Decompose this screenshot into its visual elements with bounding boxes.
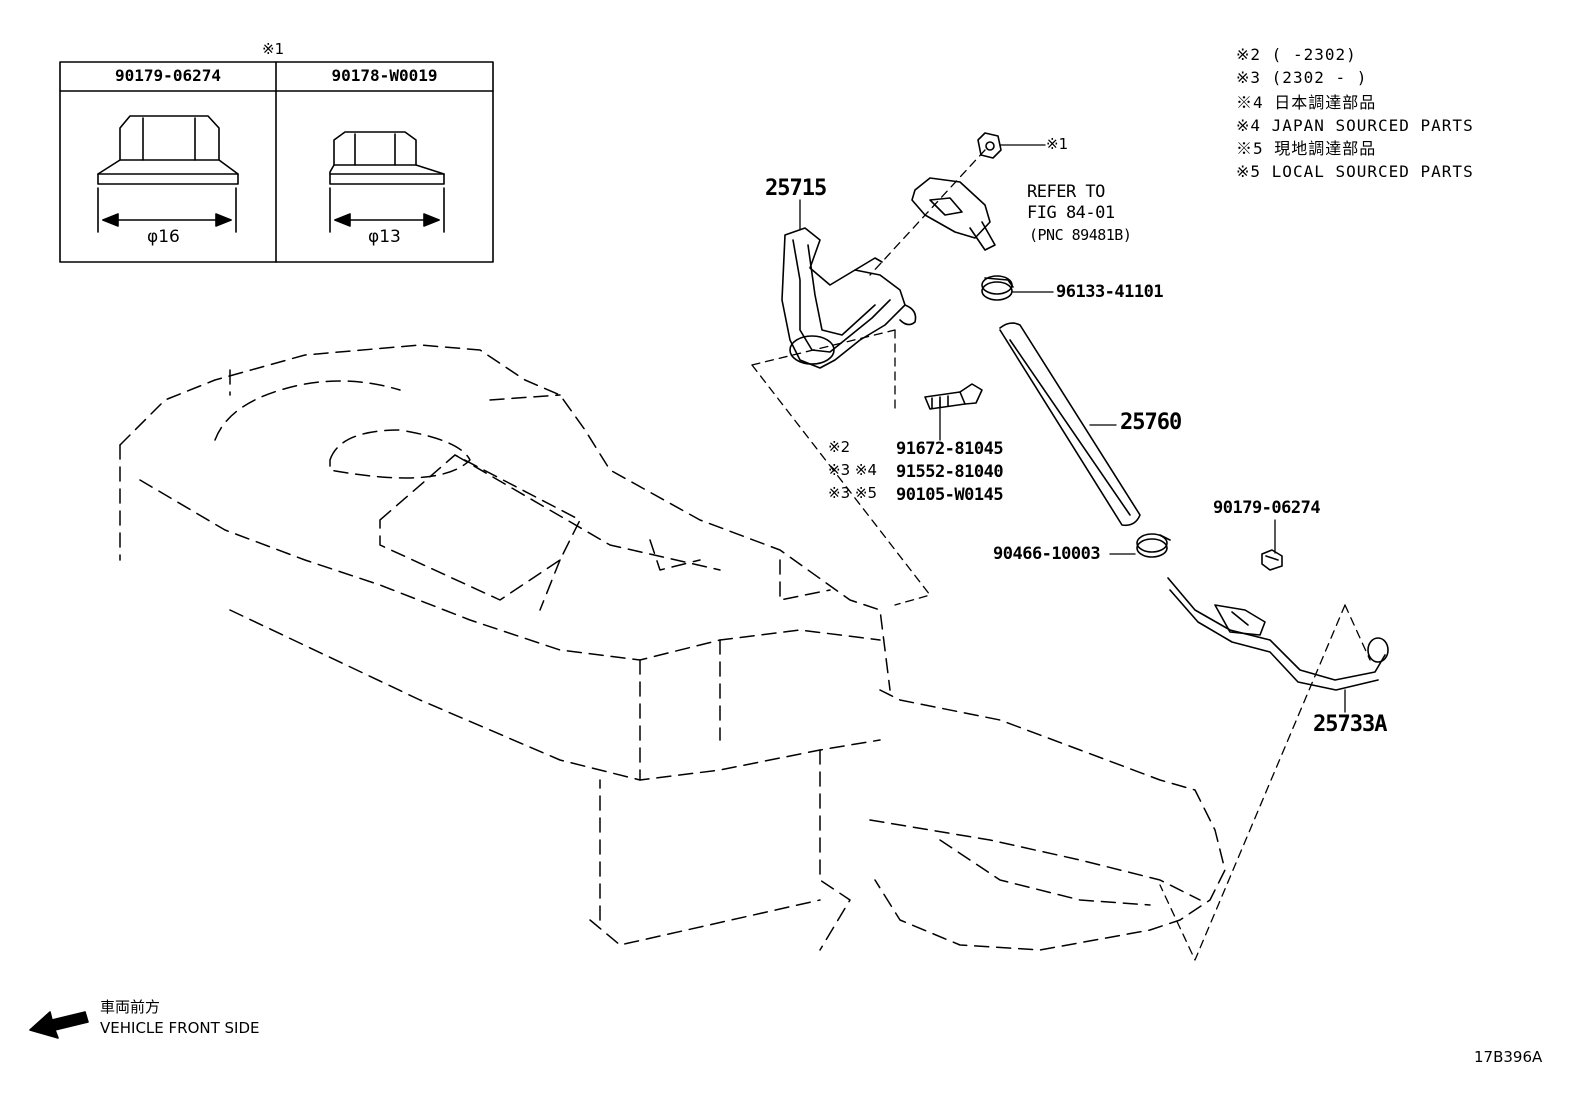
callout-nut-right: 90179-06274 [1213, 498, 1321, 518]
bolt-mark-1: ※2 [828, 438, 851, 456]
nut-right-icon [1261, 549, 1283, 571]
callout-refer-3: (PNC 89481B) [1029, 226, 1132, 244]
front-side-jp: 車両前方 [100, 998, 161, 1016]
note-4-jp: ※4 日本調達部品 [1236, 93, 1377, 112]
hose-clip-icon [1136, 533, 1171, 558]
bolt-mark-2: ※3 ※4 [828, 461, 877, 479]
callout-nut-mark: ※1 [1046, 135, 1069, 153]
note-5-en: ※5 LOCAL SOURCED PARTS [1236, 162, 1474, 181]
note-5-jp: ※5 現地調達部品 [1236, 139, 1377, 158]
clamp-icon [981, 275, 1014, 301]
callout-clip: 90466-10003 [993, 544, 1101, 564]
nut-small-icon [977, 132, 1002, 159]
flange-nut-13-icon [329, 131, 445, 233]
nut-table-mark: ※1 [262, 40, 285, 58]
note-3: ※3 (2302 - ) [1236, 68, 1368, 87]
nut-table-header-2: 90178-W0019 [331, 66, 438, 85]
bracket-icon [781, 227, 917, 369]
bolt-icon [924, 383, 983, 410]
nut-table-frame [59, 61, 494, 263]
bolt-part-1: 91672-81045 [896, 439, 1004, 459]
sensor-component-icon [911, 177, 996, 251]
bolt-part-3: 90105-W0145 [896, 485, 1004, 505]
note-4-en: ※4 JAPAN SOURCED PARTS [1236, 116, 1474, 135]
flange-nut-16-icon [97, 115, 239, 233]
figure-id: 17B396A [1474, 1048, 1543, 1066]
pipe-icon [1167, 577, 1389, 691]
fuel-tank-outline [119, 344, 1226, 951]
diameter-13-label: φ13 [368, 227, 401, 247]
callout-hose: 25760 [1120, 410, 1182, 435]
diameter-16-label: φ16 [147, 227, 180, 247]
leader-lines-dashed [751, 149, 1371, 961]
callout-clamp: 96133-41101 [1056, 282, 1164, 302]
front-arrow-icon [29, 1011, 89, 1039]
bolt-mark-3: ※3 ※5 [828, 484, 877, 502]
hose-icon [999, 322, 1141, 527]
nut-table-header-1: 90179-06274 [115, 66, 221, 85]
bolt-part-2: 91552-81040 [896, 462, 1004, 482]
note-2: ※2 ( -2302) [1236, 45, 1357, 64]
front-side-en: VEHICLE FRONT SIDE [100, 1019, 260, 1037]
callout-refer-2: FIG 84-01 [1027, 203, 1115, 223]
callout-pipe: 25733A [1313, 712, 1387, 737]
callout-bracket: 25715 [765, 176, 827, 201]
callout-refer-1: REFER TO [1027, 182, 1105, 202]
